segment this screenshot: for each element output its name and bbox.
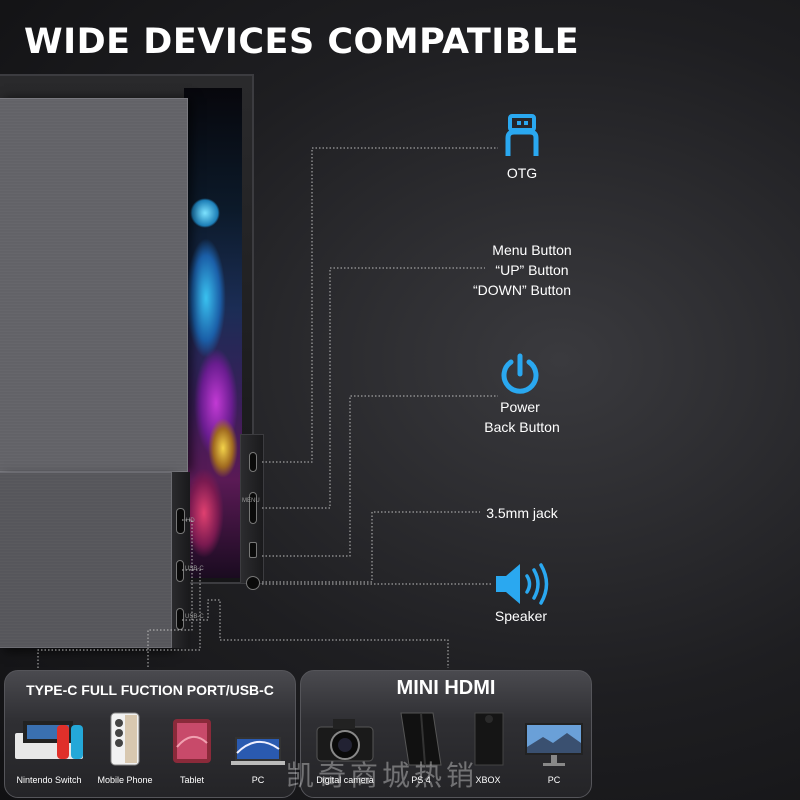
port-label-hd: HD <box>186 518 195 524</box>
power-label: Power <box>500 399 540 415</box>
device-xbox: XBOX <box>461 703 515 785</box>
device-tablet: Tablet <box>165 703 219 785</box>
up-button-label: “UP” Button <box>495 262 569 278</box>
mini-hdmi-port <box>176 508 185 534</box>
monitor-cover-upper <box>0 98 188 472</box>
audio-jack-label: 3.5mm jack <box>486 505 558 521</box>
speaker-icon <box>496 563 549 605</box>
device-name: Digital camera <box>316 775 374 785</box>
speaker-label: Speaker <box>494 608 548 624</box>
nintendo-switch-icon <box>15 721 83 759</box>
page-title: WIDE DEVICES COMPATIBLE <box>24 22 580 62</box>
monitor-icon <box>525 723 583 766</box>
usb-icon <box>505 114 539 156</box>
usb-c-compat-panel: TYPE-C FULL FUCTION PORT/USB-C Nintendo … <box>4 670 296 798</box>
device-digital-camera: Digital camera <box>309 703 381 785</box>
device-pc-monitor: PC <box>523 703 585 785</box>
camera-icon <box>316 719 374 762</box>
device-name: Nintendo Switch <box>16 775 82 785</box>
mini-hdmi-compat-panel: MINI HDMI Digital camera PS 4 XBOX <box>300 670 592 798</box>
usb-c-panel-title: TYPE-C FULL FUCTION PORT/USB-C <box>26 682 274 698</box>
device-name: XBOX <box>475 775 501 785</box>
port-label-usb1: USB-C <box>185 566 204 572</box>
monitor-screen <box>184 88 242 578</box>
mobile-phone-icon <box>110 712 140 766</box>
laptop-icon <box>231 737 285 765</box>
usb-c-port-1 <box>176 560 184 582</box>
port-label-menu: MENU <box>242 498 260 504</box>
audio-jack <box>246 576 260 590</box>
power-button <box>249 542 257 558</box>
power-icon <box>501 353 539 394</box>
back-button-label: Back Button <box>484 419 560 435</box>
device-ps4: PS 4 <box>391 703 451 785</box>
down-button-label: “DOWN” Button <box>472 282 571 298</box>
device-nintendo-switch: Nintendo Switch <box>13 703 85 785</box>
port-label-usb2: USB-C <box>185 614 204 620</box>
xbox-icon <box>474 712 504 766</box>
ps4-icon <box>400 712 442 766</box>
tablet-icon <box>173 719 211 763</box>
menu-button-label: Menu Button <box>492 242 572 258</box>
watermark: 凯奇商城热销 <box>286 759 479 792</box>
device-pc-laptop: PC <box>227 703 289 785</box>
monitor-cover-lower <box>0 472 172 648</box>
device-name: PS 4 <box>411 775 431 785</box>
usb-c-port-2 <box>176 608 184 630</box>
device-name: PC <box>547 775 561 785</box>
otg-port <box>249 452 257 472</box>
device-mobile-phone: Mobile Phone <box>95 703 155 785</box>
otg-label: OTG <box>506 165 538 181</box>
menu-rocker <box>249 492 257 524</box>
device-name: Mobile Phone <box>97 775 153 785</box>
device-name: Tablet <box>179 775 205 785</box>
device-name: PC <box>251 775 265 785</box>
mini-hdmi-panel-title: MINI HDMI <box>396 677 496 699</box>
